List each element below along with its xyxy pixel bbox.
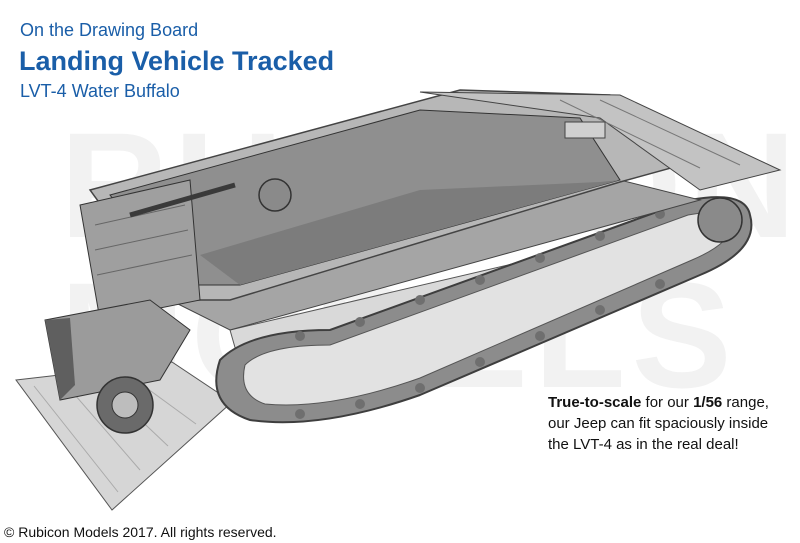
callout-text-b: range, our Jeep can fit spaciously insid… xyxy=(548,394,769,453)
hatch xyxy=(564,121,606,139)
copyright: © Rubicon Models 2017. All rights reserv… xyxy=(4,524,277,540)
page-subtitle: LVT-4 Water Buffalo xyxy=(20,81,180,101)
jeep-wheel xyxy=(96,376,154,434)
scale-callout: True-to-scale for our 1/56 range, our Je… xyxy=(548,392,788,455)
callout-text-a: for our xyxy=(641,394,694,411)
rear-deck xyxy=(419,91,782,191)
cargo-floor xyxy=(200,180,620,285)
kicker: On the Drawing Board xyxy=(20,20,199,40)
machine-gun xyxy=(129,182,236,218)
callout-emphasis: True-to-scale xyxy=(548,394,642,411)
page-title: Landing Vehicle Tracked xyxy=(19,46,335,76)
jeep-grille xyxy=(45,318,75,400)
drive-sprocket xyxy=(697,197,743,243)
track-inner xyxy=(243,212,731,406)
callout-scale: 1/56 xyxy=(693,394,723,411)
wheel-gear xyxy=(258,178,292,212)
cab-front xyxy=(79,179,201,321)
